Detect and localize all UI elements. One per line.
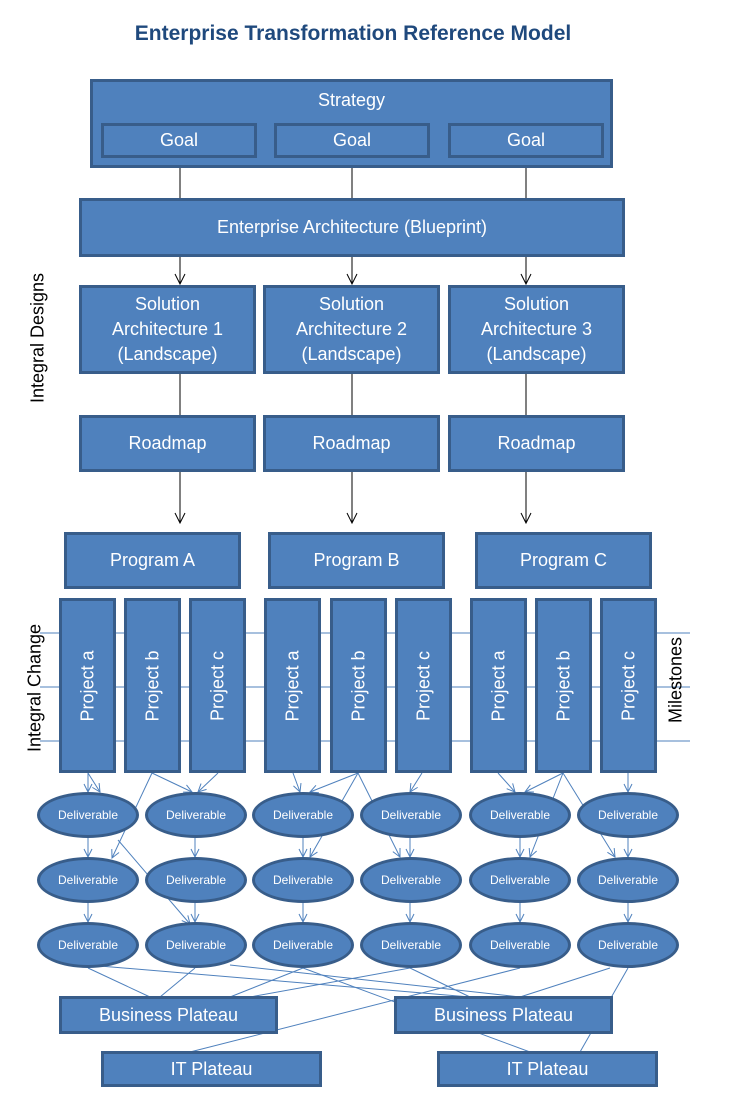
program-a: Program A xyxy=(64,532,241,589)
plateau-connectors xyxy=(87,964,629,1053)
deliverable: Deliverable xyxy=(145,857,247,903)
deliverable: Deliverable xyxy=(577,792,679,838)
project-label: Project a xyxy=(282,649,302,722)
roadmap-3: Roadmap xyxy=(448,415,625,472)
it-plateau-2: IT Plateau xyxy=(437,1051,658,1087)
program-b: Program B xyxy=(268,532,445,589)
roadmap-2: Roadmap xyxy=(263,415,440,472)
solution-architecture-3: Solution Architecture 3 (Landscape) xyxy=(448,285,625,374)
deliverable: Deliverable xyxy=(469,792,571,838)
project-c-program-c: Project c xyxy=(600,598,657,773)
milestones-label: Milestones xyxy=(665,636,686,724)
deliverable: Deliverable xyxy=(577,857,679,903)
project-label: Project a xyxy=(77,649,97,722)
deliverable: Deliverable xyxy=(360,922,462,968)
project-a-program-b: Project a xyxy=(264,598,321,773)
project-b-program-a: Project b xyxy=(124,598,181,773)
solution-architecture-1: Solution Architecture 1 (Landscape) xyxy=(79,285,256,374)
project-label: Project c xyxy=(207,650,227,721)
deliverable: Deliverable xyxy=(360,857,462,903)
integral-change-label: Integral Change xyxy=(24,623,45,753)
project-label: Project b xyxy=(553,649,573,722)
deliverable: Deliverable xyxy=(469,922,571,968)
project-label: Project a xyxy=(488,649,508,722)
deliverable: Deliverable xyxy=(37,792,139,838)
deliverable: Deliverable xyxy=(252,792,354,838)
deliverable: Deliverable xyxy=(145,792,247,838)
deliverable: Deliverable xyxy=(252,857,354,903)
project-b-program-b: Project b xyxy=(330,598,387,773)
solution-architecture-2: Solution Architecture 2 (Landscape) xyxy=(263,285,440,374)
roadmap-1: Roadmap xyxy=(79,415,256,472)
project-label: Project b xyxy=(348,649,368,722)
diagram-title: Enterprise Transformation Reference Mode… xyxy=(134,22,572,45)
deliverable: Deliverable xyxy=(37,922,139,968)
program-c: Program C xyxy=(475,532,652,589)
business-plateau-1: Business Plateau xyxy=(59,996,278,1034)
goal-box-3: Goal xyxy=(448,123,604,158)
project-c-program-b: Project c xyxy=(395,598,452,773)
project-label: Project b xyxy=(142,649,162,722)
deliverable: Deliverable xyxy=(37,857,139,903)
project-label: Project c xyxy=(618,650,638,721)
deliverable: Deliverable xyxy=(360,792,462,838)
deliverable: Deliverable xyxy=(577,922,679,968)
deliverable: Deliverable xyxy=(145,922,247,968)
integral-designs-label: Integral Designs xyxy=(27,272,48,404)
business-plateau-2: Business Plateau xyxy=(394,996,613,1034)
strategy-label: Strategy xyxy=(317,90,386,110)
project-c-program-a: Project c xyxy=(189,598,246,773)
goal-box-2: Goal xyxy=(274,123,430,158)
project-b-program-c: Project b xyxy=(535,598,592,773)
it-plateau-1: IT Plateau xyxy=(101,1051,322,1087)
project-label: Project c xyxy=(413,650,433,721)
project-a-program-a: Project a xyxy=(59,598,116,773)
project-a-program-c: Project a xyxy=(470,598,527,773)
goal-box-1: Goal xyxy=(101,123,257,158)
enterprise-architecture-box: Enterprise Architecture (Blueprint) xyxy=(79,198,625,257)
deliverable: Deliverable xyxy=(469,857,571,903)
deliverable: Deliverable xyxy=(252,922,354,968)
